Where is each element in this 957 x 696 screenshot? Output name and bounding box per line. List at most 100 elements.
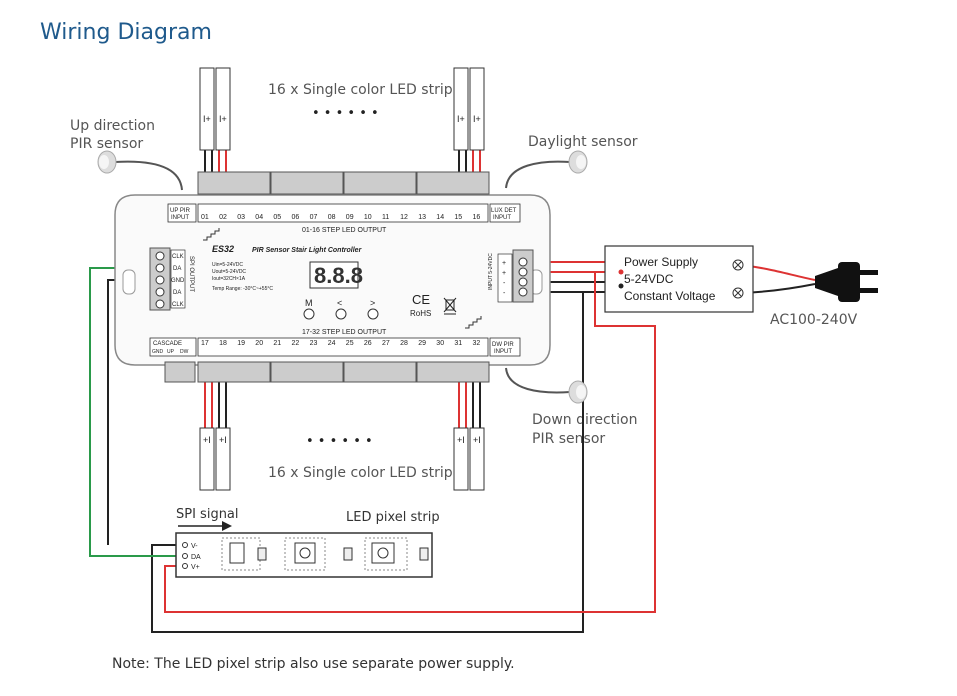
bottom-strip-label: 16 x Single color LED strip bbox=[268, 465, 453, 481]
svg-text:+I: +I bbox=[473, 435, 481, 445]
spi-pin-clk2: CLK bbox=[172, 302, 184, 308]
channel-label-04: 04 bbox=[255, 214, 263, 221]
input-pin-3: - bbox=[503, 280, 506, 287]
channel-label-28: 28 bbox=[400, 340, 408, 347]
stair-icon bbox=[203, 228, 220, 241]
channel-label-29: 29 bbox=[418, 340, 426, 347]
spec-4: Temp Range: -30°C~+55°C bbox=[212, 286, 273, 292]
lux-det-label-2: INPUT bbox=[493, 215, 511, 221]
channel-label-13: 13 bbox=[418, 214, 426, 221]
down-pir-sensor bbox=[568, 380, 588, 404]
channel-label-07: 07 bbox=[310, 214, 318, 221]
bottom-terminal-blocks bbox=[164, 361, 490, 383]
channel-label-17: 17 bbox=[201, 340, 209, 347]
channel-label-14: 14 bbox=[436, 214, 444, 221]
channel-label-32: 32 bbox=[473, 340, 481, 347]
cascade-gnd: GND bbox=[152, 349, 164, 355]
channel-label-12: 12 bbox=[400, 214, 408, 221]
pixel-strip-label: LED pixel strip bbox=[346, 510, 440, 525]
up-pir-label-2: INPUT bbox=[171, 215, 189, 221]
input-terminal bbox=[497, 249, 534, 303]
spi-signal-arrow bbox=[178, 521, 232, 531]
channel-label-03: 03 bbox=[237, 214, 245, 221]
svg-text:+I: +I bbox=[219, 435, 227, 445]
pixel-pin-vminus: V- bbox=[191, 543, 198, 550]
channel-label-23: 23 bbox=[310, 340, 318, 347]
ps-line-3: Constant Voltage bbox=[624, 289, 716, 303]
svg-text:I+: I+ bbox=[457, 114, 465, 124]
svg-text:I+: I+ bbox=[473, 114, 481, 124]
channel-label-21: 21 bbox=[273, 340, 281, 347]
channel-label-09: 09 bbox=[346, 214, 354, 221]
spi-pin-clk: CLK bbox=[172, 254, 184, 260]
spec-2: Uout=5-24VDC bbox=[212, 269, 246, 275]
channel-label-15: 15 bbox=[454, 214, 462, 221]
input-pin-1: + bbox=[502, 260, 506, 267]
top-dots: • • • • • • bbox=[312, 106, 379, 121]
top-strip-label: 16 x Single color LED strip bbox=[268, 82, 453, 98]
led-pixel-strip bbox=[175, 532, 433, 578]
rohs-mark: RoHS bbox=[410, 309, 431, 318]
top-channel-grid bbox=[167, 203, 521, 223]
input-side-label: INPUT 5-24VDC bbox=[488, 253, 494, 290]
channel-label-08: 08 bbox=[328, 214, 336, 221]
stair-icon bbox=[465, 316, 482, 329]
button-left[interactable] bbox=[335, 308, 347, 320]
down-sensor-label-1: Down direction bbox=[532, 412, 638, 428]
up-pir-sensor bbox=[97, 150, 117, 174]
ps-line-1: Power Supply bbox=[624, 255, 698, 269]
seven-segment-display: 8.8.8 bbox=[309, 261, 363, 289]
channel-label-10: 10 bbox=[364, 214, 372, 221]
button-m[interactable] bbox=[303, 308, 315, 320]
daylight-sensor bbox=[568, 150, 588, 174]
lux-det-label-1: LUX DET bbox=[491, 208, 517, 214]
channel-label-20: 20 bbox=[255, 340, 263, 347]
spi-signal-label: SPI signal bbox=[176, 507, 239, 522]
svg-text:+I: +I bbox=[203, 435, 211, 445]
channel-label-11: 11 bbox=[382, 214, 389, 221]
cascade-up: UP bbox=[167, 349, 175, 355]
channel-label-27: 27 bbox=[382, 340, 390, 347]
dw-pir-label-2: INPUT bbox=[494, 349, 512, 355]
channel-label-19: 19 bbox=[237, 340, 245, 347]
top-right-led-strips bbox=[453, 67, 485, 151]
up-pir-label-1: UP PIR bbox=[170, 208, 191, 214]
button-m-label: M bbox=[305, 298, 313, 308]
channel-label-26: 26 bbox=[364, 340, 372, 347]
channel-label-31: 31 bbox=[454, 340, 462, 347]
svg-text:+I: +I bbox=[457, 435, 465, 445]
top-output-label: 01-16 STEP LED OUTPUT bbox=[302, 227, 387, 234]
channel-label-02: 02 bbox=[219, 214, 227, 221]
channel-label-16: 16 bbox=[473, 214, 481, 221]
channel-label-18: 18 bbox=[219, 340, 227, 347]
button-right[interactable] bbox=[367, 308, 379, 320]
channel-label-30: 30 bbox=[436, 340, 444, 347]
ac-label: AC100-240V bbox=[770, 312, 858, 328]
spi-pin-da: DA bbox=[173, 266, 181, 272]
top-terminal-blocks bbox=[197, 171, 490, 195]
channel-label-05: 05 bbox=[273, 214, 281, 221]
bottom-output-label: 17-32 STEP LED OUTPUT bbox=[302, 329, 387, 336]
ce-mark: CE bbox=[412, 292, 430, 307]
bottom-right-led-strips bbox=[453, 427, 485, 491]
bottom-dots: • • • • • • bbox=[306, 434, 373, 449]
svg-text:8.8.8: 8.8.8 bbox=[314, 263, 363, 288]
svg-text:I+: I+ bbox=[203, 114, 211, 124]
diagram-title: Wiring Diagram bbox=[40, 20, 212, 45]
input-pin-2: + bbox=[502, 270, 506, 277]
cascade-label: CASCADE bbox=[153, 341, 182, 347]
pixel-pin-vplus: V+ bbox=[191, 564, 200, 571]
spi-pin-gnd: GND bbox=[171, 278, 185, 284]
input-pin-4: - bbox=[503, 290, 506, 297]
channel-label-06: 06 bbox=[292, 214, 300, 221]
spec-1: Uin=5-24VDC bbox=[212, 262, 243, 268]
button-right-label: > bbox=[370, 298, 375, 308]
channel-label-24: 24 bbox=[328, 340, 336, 347]
spi-output-label: SPI OUTPUT bbox=[188, 256, 194, 292]
cascade-dw: DW bbox=[180, 349, 189, 355]
spec-3: Iout=32CH×1A bbox=[212, 276, 246, 282]
ps-line-2: 5-24VDC bbox=[624, 272, 674, 286]
